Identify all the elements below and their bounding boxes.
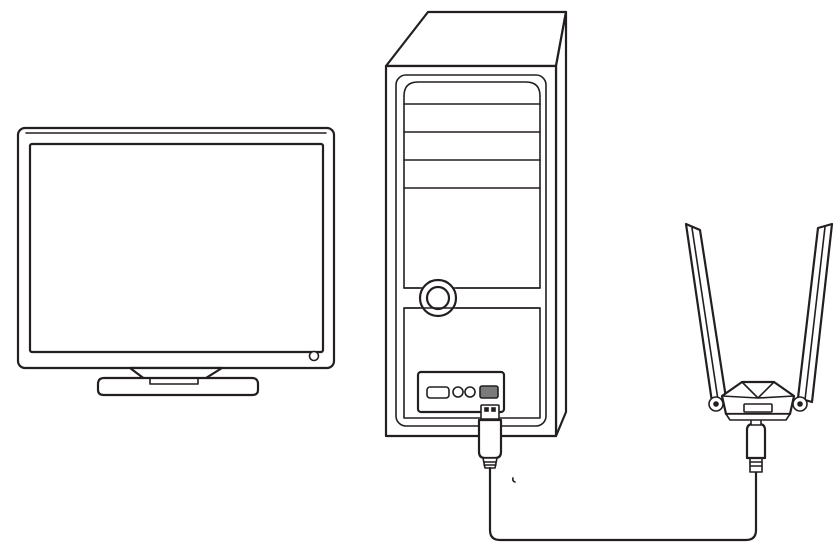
io-audio-jack-1 (452, 386, 464, 398)
usb-a-plug-hole-1 (484, 407, 489, 412)
left-hinge-pin (713, 401, 719, 407)
micro-plug-ribs (749, 461, 763, 467)
tower-lower-panel (403, 307, 541, 419)
stray-mark (511, 477, 516, 483)
monitor-screen (28, 142, 325, 354)
usb-cable-wire (488, 466, 758, 542)
monitor-base (96, 376, 260, 397)
io-audio-jack-2 (464, 386, 476, 398)
micro-plug-strain-relief (749, 457, 763, 473)
usb-a-plug-metal (480, 404, 500, 420)
io-usb-port (479, 385, 499, 399)
adapter-led-strip (743, 403, 773, 413)
tower-power-button (425, 285, 451, 311)
usb-cable-icon (477, 404, 767, 542)
left-antenna (684, 222, 728, 404)
right-antenna-edge (804, 226, 826, 401)
tower-top-face (384, 10, 568, 68)
adapter-body-facets (721, 381, 795, 399)
computer-tower-icon (384, 10, 568, 438)
monitor-icon (16, 126, 336, 397)
usb-a-plug-ribs (483, 461, 497, 466)
tower-front-panel (395, 74, 547, 427)
left-antenna-edge (691, 227, 719, 401)
adapter-base (725, 413, 791, 421)
micro-plug-body (745, 422, 767, 460)
usb-a-plug-hole-2 (491, 407, 496, 412)
usb-a-plug-body (477, 418, 503, 460)
monitor-power-button (308, 350, 320, 362)
usb-a-plug-strain-relief (482, 457, 498, 469)
io-port-slot (426, 386, 450, 399)
usb-wifi-adapter-icon (684, 222, 834, 421)
monitor-base-joint (149, 377, 199, 385)
tower-bay-area (403, 81, 541, 289)
right-hinge-pin (797, 401, 803, 407)
tower-side-face (554, 10, 568, 438)
